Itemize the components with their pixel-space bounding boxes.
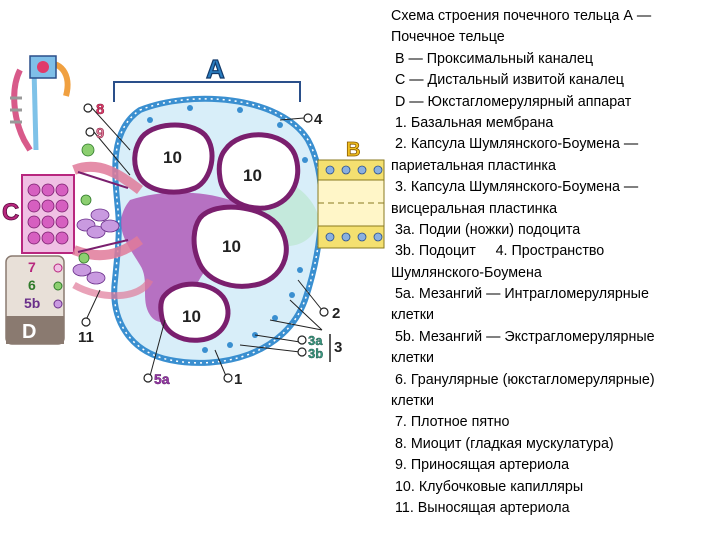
distal-tubule-c: C — [2, 174, 75, 254]
caption-line: 8. Миоцит (гладкая мускулатура) — [391, 435, 614, 452]
podocyte-dots — [147, 105, 308, 353]
letter-d: D — [22, 321, 36, 343]
caption-line: клетки — [391, 350, 435, 367]
caption-line: париетальная пластинка — [391, 157, 556, 174]
renal-corpuscle-figure: A 10 10 10 10 B — [2, 53, 385, 388]
label-5b: 5b — [24, 295, 40, 311]
caption-line: 3a. Подии (ножки) подоцита — [391, 221, 581, 238]
caption-line: клетки — [391, 393, 435, 410]
letter-a: A — [206, 54, 225, 84]
numeric-labels: 8 9 4 2 3a 3b 3 1 5a 11 — [78, 101, 342, 388]
label-5a: 5a — [154, 371, 170, 387]
capillary-2 — [216, 132, 301, 211]
label-3: 3 — [334, 339, 342, 356]
caption-line: B — Проксимальный каналец — [391, 50, 594, 67]
capillary-label-2: 10 — [243, 166, 262, 185]
caption-line: 2. Капсула Шумлянского-Боумена — — [391, 136, 639, 153]
renal-corpuscle-diagram: A 10 10 10 10 B — [2, 53, 385, 388]
label-markers — [85, 107, 323, 377]
mesangium-5b-cells — [72, 208, 120, 285]
bracket-a: A — [113, 53, 301, 102]
caption-line: Шумлянского-Боумена — [391, 264, 542, 281]
caption-line: 5a. Мезангий — Интрагломерулярные — [391, 286, 649, 303]
proximal-tubule-b: B — [317, 139, 385, 249]
label-6: 6 — [28, 277, 36, 293]
capillary-3 — [191, 204, 289, 289]
caption-line: 11. Выносящая артериола — [391, 499, 570, 516]
caption-line: 9. Приносящая артериола — [391, 457, 570, 474]
figure-caption: Схема строения почечного тельца А — Почеч… — [391, 6, 720, 536]
label-3b: 3b — [308, 346, 323, 361]
caption-line: 1. Базальная мембрана — [391, 114, 554, 131]
capillary-label-1: 10 — [163, 148, 182, 167]
caption-line: Схема строения почечного тельца А — — [391, 8, 652, 24]
jga-d: D 7 6 5b — [5, 255, 65, 345]
label-9: 9 — [96, 125, 104, 142]
caption-line: 3. Капсула Шумлянского-Боумена — — [391, 179, 639, 196]
label-2: 2 — [332, 305, 340, 322]
caption-line: C — Дистальный извитой каналец — [391, 72, 624, 89]
glomerular-capillaries: 10 10 10 10 — [132, 122, 301, 343]
granular-cells — [78, 143, 95, 264]
nephron-sketch — [10, 55, 71, 152]
caption-line: 10. Клубочковые капилляры — [391, 478, 584, 495]
afferent-arteriole — [72, 161, 143, 195]
efferent-arteriole — [72, 235, 143, 261]
label-7: 7 — [28, 259, 36, 275]
letter-c: C — [2, 199, 19, 226]
caption-line: 6. Гранулярные (юкстагломерулярные) — [391, 371, 655, 388]
caption-line: Почечное тельце — [391, 29, 505, 46]
label-circles — [81, 103, 329, 383]
label-4: 4 — [314, 111, 323, 128]
capillary-1 — [132, 122, 215, 195]
caption-line: 5b. Мезангий — Экстрагломерулярные — [391, 328, 655, 345]
caption-line: D — Юкстагломерулярный аппарат — [391, 93, 632, 110]
caption-line: висцеральная пластинка — [391, 200, 558, 217]
label-11: 11 — [78, 329, 94, 346]
caption-line: 7. Плотное пятно — [391, 414, 510, 431]
capillary-4 — [158, 281, 231, 343]
arterioles — [72, 161, 154, 300]
label-3a: 3a — [308, 333, 323, 348]
label-1: 1 — [234, 371, 242, 388]
capillary-label-4: 10 — [182, 307, 201, 326]
capillary-label-3: 10 — [222, 237, 241, 256]
caption-line: 3b. Подоцит 4. Пространство — [391, 243, 605, 260]
caption-line: клетки — [391, 307, 435, 324]
letter-b: B — [346, 139, 360, 161]
label-8: 8 — [96, 101, 104, 118]
